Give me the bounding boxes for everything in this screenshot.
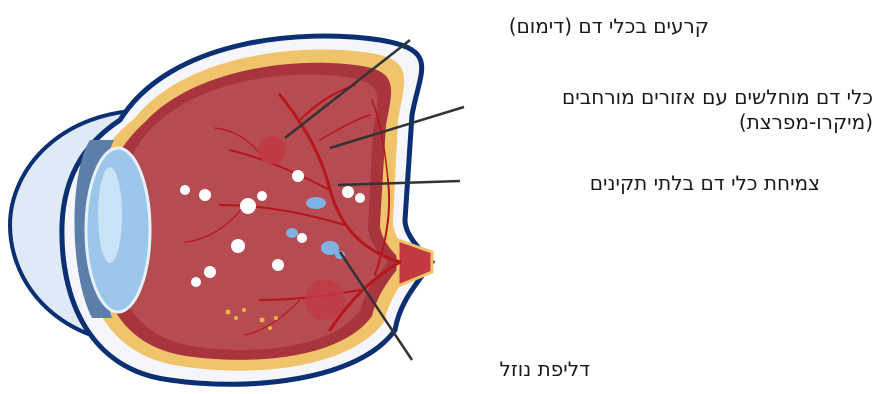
label-weakened-vessels-line1: כלי דם מוחלשים עם אזורים מורחבים [562,85,873,110]
label-weakened-vessels-line2: (מיקרו-מפרצת) [562,110,873,135]
optic-nerve [398,240,432,286]
label-abnormal-vessel-growth: צמיחת כלי דם בלתי תקינים [590,171,820,196]
hemorrhage-spot [258,136,286,164]
label-weakened-vessels: כלי דם מוחלשים עם אזורים מורחבים (מיקרו-… [562,85,873,135]
label-hemorrhage: קרעים בכלי דם (דימום) [509,14,709,39]
label-fluid-leakage: דליפת נוזל [500,357,591,382]
hemorrhage-spot [305,280,345,320]
lens-highlight [98,167,122,263]
